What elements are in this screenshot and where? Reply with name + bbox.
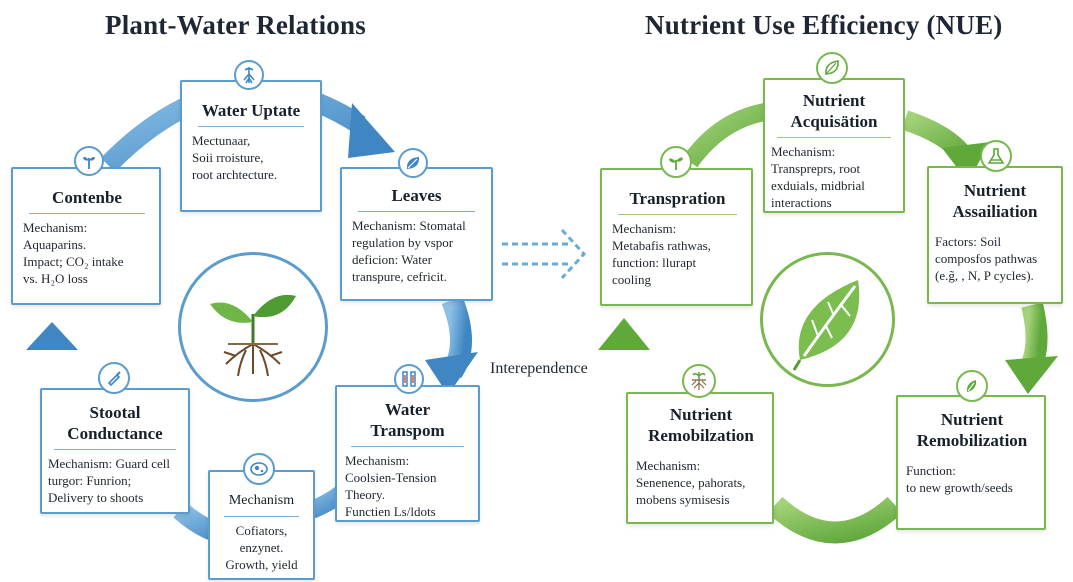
- card-body: Cofiators, enzynet. Growth, yield: [225, 523, 298, 572]
- arrowhead-top-left: [348, 103, 395, 158]
- card-title: Leaves: [391, 186, 442, 205]
- card-contenbe: Contenbe Mechanism: Aquaparins. Impact; …: [11, 167, 161, 305]
- arrowhead-right-left: [425, 352, 478, 395]
- divider: [54, 449, 176, 450]
- interdependence-connector: [502, 228, 587, 280]
- card-body: Function: to new growth/seeds: [906, 463, 1013, 495]
- sprout-icon: [74, 146, 104, 176]
- card-body: Mectunaar, Soii rroisture, root archtect…: [192, 133, 278, 182]
- divider: [777, 137, 891, 138]
- divider: [642, 451, 760, 452]
- card-nutrient-assimilation: Nutrient Assailiation Factors: Soil comp…: [927, 166, 1063, 304]
- card-title: Mechanism: [228, 493, 295, 508]
- dashed-arrowhead: [560, 228, 587, 280]
- card-transpiration: Transpration Mechanism: Metabafis rathwa…: [600, 168, 753, 306]
- leaves-icon: [956, 370, 988, 402]
- arrowhead-left-green-up: [598, 318, 650, 350]
- right-center-circle: [760, 252, 895, 387]
- card-water-transport: Water Transpom Mechanism: Coolsien-Tensi…: [335, 385, 480, 522]
- card-body: Mechanism: Stomatal regulation by vspor …: [352, 218, 466, 284]
- card-title: Transpration: [629, 189, 726, 208]
- arrow-bottom-green: [767, 496, 903, 544]
- divider: [912, 456, 1032, 457]
- root-icon: [234, 60, 264, 90]
- divider: [224, 516, 299, 517]
- seedling-roots-icon: [210, 294, 296, 377]
- arrowhead-right-green: [1005, 356, 1058, 394]
- card-body: Mechanism: Transpreprs, root exduials, m…: [771, 144, 865, 210]
- card-body: Mechanism: Senenence, pahorats, mobens s…: [636, 458, 746, 507]
- left-center-circle: [178, 252, 328, 402]
- roots-icon: [682, 364, 716, 398]
- divider: [618, 214, 737, 215]
- card-body: Mechanism: Coolsien-Tension Theory. Func…: [345, 453, 437, 519]
- right-diagram-title: Nutrient Use Efficiency (NUE): [645, 10, 1003, 40]
- leaf-icon: [816, 52, 848, 84]
- divider: [198, 126, 304, 127]
- card-body: Mechanism: Aquaparins. Impact; CO₂ intak…: [23, 220, 124, 286]
- card-title: Nutrient Remobilzation: [648, 405, 754, 445]
- left-diagram-title: Plant-Water Relations: [105, 10, 366, 40]
- card-nutrient-remobilization-left: Nutrient Remobilzation Mechanism: Senene…: [626, 392, 774, 524]
- card-title: Contenbe: [52, 188, 122, 207]
- card-title: Nutrient Assailiation: [952, 181, 1038, 221]
- card-title: Water Uptate: [201, 101, 301, 120]
- card-body: Factors: Soil composfos pathwas (e.g̃, ,…: [935, 234, 1038, 283]
- card-nutrient-acquisition: Nutrient Acquisätion Mechanism: Transpre…: [763, 78, 905, 213]
- card-title: Nutrient Remobilization: [916, 410, 1028, 450]
- card-mechanism: Mechanism Cofiators, enzynet. Growth, yi…: [208, 470, 315, 580]
- card-title: Stootal Conductance: [67, 403, 163, 443]
- leaf-icon: [398, 148, 428, 178]
- flask-icon: [980, 140, 1012, 172]
- card-title: Water Transpom: [370, 400, 445, 440]
- divider: [358, 211, 475, 212]
- arrowhead-top-green: [942, 142, 990, 182]
- pipette-icon: [98, 362, 130, 394]
- sprout-icon: [660, 146, 692, 178]
- divider: [29, 213, 145, 214]
- interdependence-label: Interependence: [490, 360, 588, 377]
- xylem-icon: [394, 364, 424, 394]
- cell-icon: [243, 453, 275, 485]
- right-cycle-arrows: [598, 103, 1058, 544]
- arrow-top-green-left: [682, 103, 767, 168]
- card-title: Nutrient Acquisätion: [790, 91, 878, 131]
- divider: [351, 446, 464, 447]
- arrowhead-left-up: [26, 322, 78, 350]
- big-leaf-icon: [792, 280, 860, 371]
- card-water-uptake: Water Uptate Mectunaar, Soii rroisture, …: [180, 80, 322, 212]
- card-body: Mechanism: Guard cell turgor: Funrion; D…: [48, 456, 171, 505]
- card-stomatal-conductance: Stootal Conductance Mechanism: Guard cel…: [40, 388, 190, 514]
- card-nutrient-remobilization-right: Nutrient Remobilization Function: to new…: [896, 395, 1046, 530]
- card-leaves: Leaves Mechanism: Stomatal regulation by…: [340, 167, 493, 301]
- card-body: Mechanism: Metabafis rathwas, function: …: [612, 221, 711, 287]
- divider: [941, 227, 1049, 228]
